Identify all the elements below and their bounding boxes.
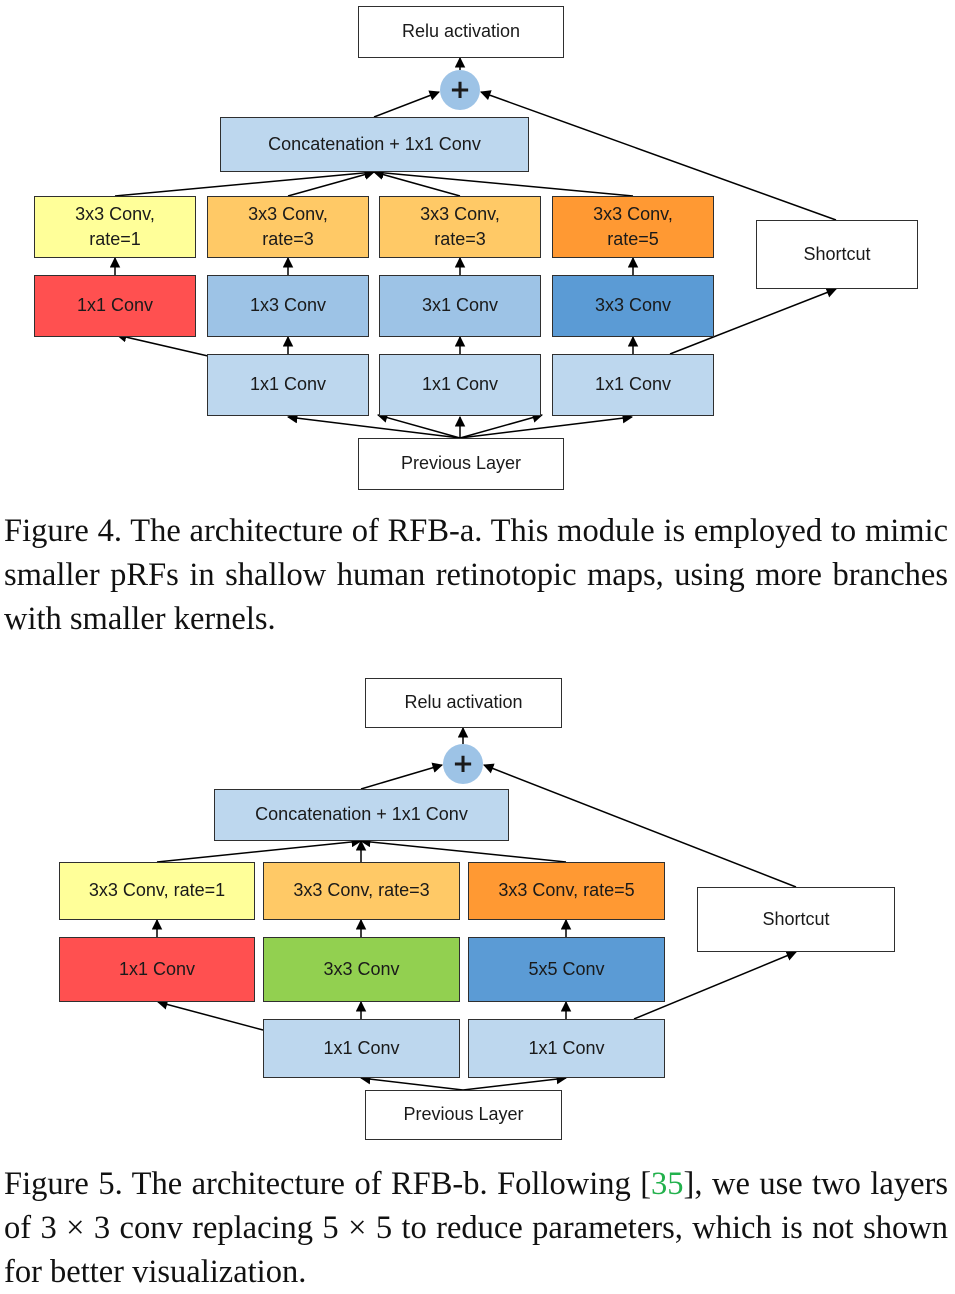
branch4-input-1x1-conv-box: 1x1 Conv: [552, 354, 714, 416]
arrow5-d1-concat: [156, 836, 363, 863]
arrow-d4-concat: [372, 167, 634, 197]
arrow-prev-to-b4: [459, 412, 634, 439]
relu-activation-box: Relu activation: [365, 678, 562, 728]
arrow5-shortcut-plus: [483, 763, 797, 888]
arrow-concat-plus: [373, 90, 440, 118]
dil1-line2: rate=1: [89, 229, 141, 249]
shortcut-label: Shortcut: [762, 908, 830, 929]
dilated-conv-rate5-box: 3x3 Conv, rate=5: [552, 196, 714, 258]
previous-layer-box: Previous Layer: [358, 438, 564, 490]
arrow5-concat-plus: [360, 762, 444, 790]
concat-conv-box: Concatenation + 1x1 Conv: [214, 789, 509, 841]
arrow5-prev-to-b2: [359, 1073, 464, 1091]
b1-conv-label: 1x1 Conv: [76, 295, 154, 316]
relu-label: Relu activation: [401, 21, 521, 42]
sum-node: +: [443, 744, 483, 784]
dil4-line1: 3x3 Conv,: [593, 203, 673, 224]
dil1-line1: 3x3 Conv,: [75, 203, 155, 224]
dil3-line2: rate=3: [434, 229, 486, 249]
sum-node: +: [440, 70, 480, 110]
shortcut-box: Shortcut: [756, 220, 918, 289]
branch2-3x3-conv-box: 3x3 Conv: [263, 937, 460, 1002]
concat-label: Concatenation + 1x1 Conv: [255, 804, 468, 825]
dil3-line1: 3x3 Conv,: [420, 203, 500, 224]
b3-conv-label: 5x5 Conv: [528, 958, 605, 979]
dil1-label: 3x3 Conv, rate=1: [88, 880, 226, 901]
branch4-3x3-conv-box: 3x3 Conv: [552, 275, 714, 337]
branch3-input-1x1-conv-box: 1x1 Conv: [379, 354, 541, 416]
prev-label: Previous Layer: [400, 453, 522, 474]
figure-5-diagram: Relu activation + Concatenation + 1x1 Co…: [0, 670, 955, 1150]
branch3-3x1-conv-box: 3x1 Conv: [379, 275, 541, 337]
arrow-prev-to-b2: [286, 412, 461, 439]
branch1-1x1-conv-box: 1x1 Conv: [34, 275, 196, 337]
caption5-after: ], we use two layers of 3 × 3 conv repla…: [4, 1166, 948, 1290]
branch3-input-1x1-conv-box: 1x1 Conv: [468, 1019, 665, 1078]
dil2-line2: rate=3: [262, 229, 314, 249]
arrow-d2-concat: [287, 169, 376, 197]
plus-icon: +: [452, 749, 474, 779]
concat-label: Concatenation + 1x1 Conv: [268, 133, 481, 154]
figure-5-caption: Figure 5. The architecture of RFB-b. Fol…: [4, 1162, 948, 1294]
dil2-line1: 3x3 Conv,: [248, 203, 328, 224]
b3-in-label: 1x1 Conv: [528, 1037, 605, 1058]
figure-4-diagram: Relu activation + Concatenation + 1x1 Co…: [0, 0, 955, 500]
dilated-conv-rate3-box-a: 3x3 Conv, rate=3: [207, 196, 369, 258]
dil4-line2: rate=5: [607, 229, 659, 249]
b2-in-label: 1x1 Conv: [323, 1037, 400, 1058]
dilated-conv-rate3-box: 3x3 Conv, rate=3: [263, 862, 460, 920]
caption5-before: Figure 5. The architecture of RFB-b. Fol…: [4, 1166, 652, 1202]
b3-conv-label: 3x1 Conv: [421, 295, 499, 316]
arrow-d3-concat: [372, 169, 461, 197]
previous-layer-box: Previous Layer: [365, 1090, 562, 1140]
shortcut-box: Shortcut: [697, 887, 895, 952]
b2-conv-label: 1x3 Conv: [249, 295, 327, 316]
arrow5-to-b1: [156, 999, 264, 1031]
prev-label: Previous Layer: [403, 1104, 524, 1125]
dilated-conv-rate1-box: 3x3 Conv, rate=1: [34, 196, 196, 258]
arrow-to-shortcut: [669, 287, 837, 355]
arrow-shortcut-plus: [480, 90, 837, 221]
relu-label: Relu activation: [404, 692, 523, 713]
b2-in-label: 1x1 Conv: [249, 374, 327, 395]
concat-conv-box: Concatenation + 1x1 Conv: [220, 117, 529, 172]
arrow-prev-to-b3-right: [459, 412, 544, 439]
branch1-1x1-conv-box: 1x1 Conv: [59, 937, 255, 1002]
b1-conv-label: 1x1 Conv: [118, 958, 196, 979]
branch2-1x3-conv-box: 1x3 Conv: [207, 275, 369, 337]
dil3-label: 3x3 Conv, rate=5: [498, 880, 635, 901]
plus-icon: +: [449, 75, 471, 105]
dilated-conv-rate3-box-b: 3x3 Conv, rate=3: [379, 196, 541, 258]
branch2-input-1x1-conv-box: 1x1 Conv: [207, 354, 369, 416]
dil2-label: 3x3 Conv, rate=3: [293, 880, 430, 901]
arrow-to-b1: [115, 332, 209, 357]
figure-4-arrows: [109, 56, 837, 439]
citation-link[interactable]: 35: [651, 1166, 684, 1202]
arrow-d1-concat: [114, 167, 376, 197]
dilated-conv-rate5-box: 3x3 Conv, rate=5: [468, 862, 665, 920]
dilated-conv-rate1-box: 3x3 Conv, rate=1: [59, 862, 255, 920]
arrow-prev-to-b3-left: [376, 412, 461, 439]
shortcut-label: Shortcut: [803, 243, 871, 264]
figure-4-caption: Figure 4. The architecture of RFB-a. Thi…: [4, 513, 948, 637]
arrow5-to-shortcut: [633, 950, 797, 1020]
figure-5-arrows: [151, 726, 797, 1091]
b3-in-label: 1x1 Conv: [421, 374, 499, 395]
branch3-5x5-conv-box: 5x5 Conv: [468, 937, 665, 1002]
b4-conv-label: 3x3 Conv: [594, 295, 672, 316]
arrow5-prev-to-b3: [462, 1073, 568, 1091]
b4-in-label: 1x1 Conv: [594, 374, 672, 395]
arrow5-d3-concat: [359, 836, 567, 863]
branch2-input-1x1-conv-box: 1x1 Conv: [263, 1019, 460, 1078]
b2-conv-label: 3x3 Conv: [323, 958, 400, 979]
relu-activation-box: Relu activation: [358, 6, 564, 58]
